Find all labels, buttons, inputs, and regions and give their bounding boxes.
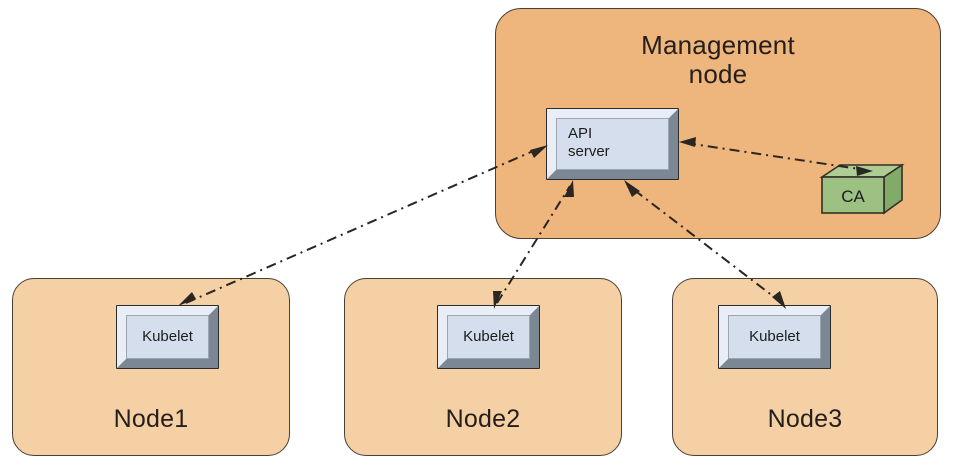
kubelet-box-node-1[interactable]: Kubelet <box>116 305 219 369</box>
api-server-box[interactable]: API server <box>546 108 679 180</box>
kubelet-1-inner-panel: Kubelet <box>126 315 209 359</box>
kubelet-3-label: Kubelet <box>749 328 800 346</box>
kubelet-box-node-3[interactable]: Kubelet <box>718 305 831 369</box>
management-node-title: Management node <box>641 30 795 90</box>
api-server-bevel-frame <box>547 109 678 179</box>
kubelet-1-bevel-frame <box>117 306 218 368</box>
worker-node-2-title: Node2 <box>445 405 521 433</box>
kubelet-1-label: Kubelet <box>142 328 193 346</box>
api-server-inner-panel: API server <box>556 118 669 170</box>
kubelet-box-node-2[interactable]: Kubelet <box>437 305 540 369</box>
kubelet-2-inner-panel: Kubelet <box>447 315 530 359</box>
worker-node-3-title: Node3 <box>767 405 843 433</box>
kubelet-3-bevel-frame <box>719 306 830 368</box>
kubelet-3-inner-panel: Kubelet <box>728 315 821 359</box>
worker-node-1-title: Node1 <box>113 405 189 433</box>
kubelet-2-bevel-frame <box>438 306 539 368</box>
kubelet-2-label: Kubelet <box>463 328 514 346</box>
api-server-label: API server <box>568 125 610 160</box>
